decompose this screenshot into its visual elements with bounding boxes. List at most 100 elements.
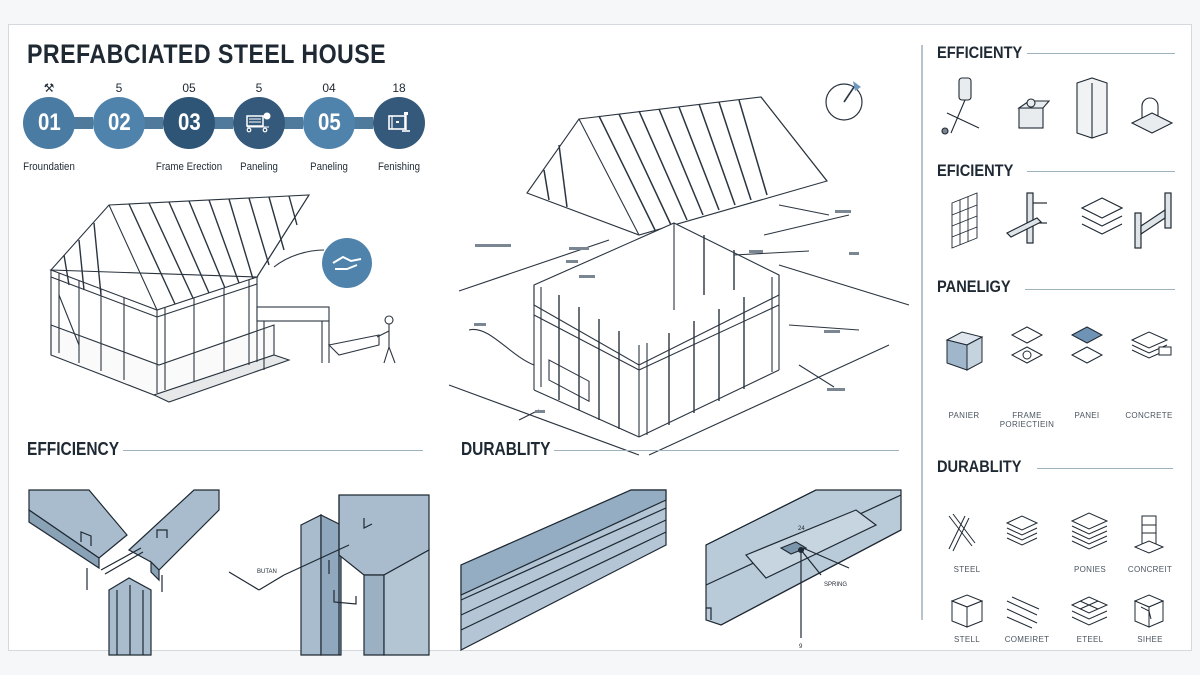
step-connector bbox=[143, 117, 163, 129]
callout-label bbox=[566, 260, 578, 263]
step-badge: 05 bbox=[303, 97, 355, 149]
step-top-value: 05 bbox=[182, 81, 196, 95]
icon-label: FRAME PORIECTIEIN bbox=[999, 411, 1055, 429]
step-5[interactable]: 04 05 Paneling bbox=[303, 79, 355, 173]
callout-label bbox=[849, 252, 859, 255]
section-rule bbox=[1025, 289, 1175, 290]
exploded-frame-diagram bbox=[448, 81, 910, 456]
icon-label: STELL bbox=[954, 635, 980, 644]
step-3[interactable]: 05 03 Frame Erection bbox=[156, 79, 222, 173]
section-rule bbox=[1027, 171, 1175, 172]
beam-callout-label: SPRING bbox=[824, 582, 847, 588]
step-connector bbox=[283, 117, 303, 129]
sidebar-icon-row bbox=[941, 77, 1174, 139]
concrete-slab-icon bbox=[1130, 331, 1172, 359]
panel-sheet-icon bbox=[1070, 326, 1104, 364]
beam-top-tag: 24 bbox=[798, 526, 805, 532]
step-label: Paneling bbox=[310, 161, 348, 173]
step-top-value: ⚒ bbox=[43, 81, 55, 95]
section-rule bbox=[554, 450, 899, 451]
step-2[interactable]: 5 02 bbox=[93, 79, 145, 149]
cut-cube-icon bbox=[1133, 594, 1165, 628]
step-label: Paneling bbox=[240, 161, 278, 173]
callout-label bbox=[835, 210, 851, 213]
stacked-sheets-icon bbox=[1005, 515, 1039, 546]
bracket-plate-icon bbox=[1130, 97, 1174, 134]
house-frame-illustration bbox=[49, 194, 396, 403]
callout-label bbox=[824, 330, 840, 333]
callout-label bbox=[827, 388, 845, 391]
icon-label: SIHEE bbox=[1137, 635, 1163, 644]
sidebar-heading: ΕFICIENTY bbox=[937, 161, 1014, 180]
mesh-panel-icon bbox=[951, 192, 978, 249]
step-connector bbox=[353, 117, 373, 129]
clock-icon bbox=[825, 81, 863, 121]
callout-label bbox=[749, 250, 763, 253]
icon-label: CONCRETE bbox=[1125, 411, 1173, 420]
wrench-tool-icon bbox=[941, 77, 980, 135]
page-title: PREFABCIATED STEEL HOUSE bbox=[27, 39, 387, 69]
infographic-frame: PREFABCIATED STEEL HOUSE ⚒ 01 Froundatie… bbox=[8, 24, 1192, 656]
section-rule bbox=[1027, 53, 1175, 54]
cube-icon bbox=[950, 594, 984, 628]
icon-label: ETEEL bbox=[1076, 635, 1104, 644]
step-top-value: 18 bbox=[392, 81, 406, 95]
step-label: Froundatien bbox=[23, 161, 75, 173]
callout-label bbox=[474, 323, 486, 326]
section-heading-efficiency: EFFICIENCY bbox=[27, 439, 120, 459]
materials-sidebar: EFFICIENTY ΕFICIENTY bbox=[937, 43, 1185, 644]
sidebar-heading: EFFICIENTY bbox=[937, 43, 1023, 62]
concrete-column-icon bbox=[1133, 515, 1165, 554]
sidebar-icon-row bbox=[951, 192, 1172, 249]
icon-label: PONIES bbox=[1073, 565, 1107, 574]
icon-label: COMEIRET bbox=[1004, 635, 1050, 644]
icon-label: CONCREIT bbox=[1127, 565, 1173, 574]
sidebar-icon-row bbox=[948, 512, 1165, 554]
sidebar-heading: PANELIGY bbox=[937, 277, 1011, 296]
callout-label bbox=[535, 410, 545, 413]
layer-stack-icon bbox=[1070, 512, 1109, 550]
callout-label bbox=[475, 244, 511, 247]
i-beam-bracket-icon bbox=[1134, 192, 1172, 249]
step-badge: 02 bbox=[93, 97, 145, 149]
steel-column-icon bbox=[1076, 77, 1108, 139]
step-connector bbox=[73, 117, 93, 129]
sidebar-icon-row bbox=[950, 594, 1165, 629]
joint-callout-label: BUTAN bbox=[257, 569, 277, 575]
icon-label: PANIER bbox=[948, 411, 980, 420]
section-rule bbox=[123, 450, 423, 451]
frame-protection-icon bbox=[1010, 326, 1044, 364]
slanted-boards-icon bbox=[1006, 596, 1040, 629]
step-label: Fenishing bbox=[378, 161, 420, 173]
step-6[interactable]: 18 Fenishing bbox=[373, 79, 425, 173]
step-connector bbox=[213, 117, 233, 129]
step-label: Frame Erection bbox=[155, 161, 223, 173]
step-badge: 03 bbox=[163, 97, 215, 149]
step-badge bbox=[373, 97, 425, 149]
sidebar-icon-row bbox=[945, 326, 1172, 371]
icon-label: PANEI bbox=[1074, 411, 1100, 420]
icon-label: STEEL bbox=[953, 565, 981, 574]
layer-stack-icon bbox=[1080, 197, 1124, 235]
process-steps: ⚒ 01 Froundatien 5 02 05 03 Frame Erecti… bbox=[23, 79, 433, 179]
panel-box-icon bbox=[945, 331, 984, 371]
step-top-value: 5 bbox=[115, 81, 123, 95]
panel-install-icon bbox=[388, 112, 410, 132]
beam-joint-illustration: BUTAN bbox=[28, 489, 430, 656]
machine-icon bbox=[246, 112, 271, 133]
callout-label bbox=[569, 247, 589, 250]
steel-box-icon bbox=[1017, 98, 1051, 129]
panel-divider bbox=[921, 45, 923, 620]
step-1[interactable]: ⚒ 01 Froundatien bbox=[23, 79, 75, 173]
step-4[interactable]: 5 Paneling bbox=[233, 79, 285, 173]
step-badge bbox=[233, 97, 285, 149]
callout-label bbox=[579, 275, 595, 278]
frame-rail-icon bbox=[1005, 192, 1047, 244]
grid-layers-icon bbox=[1070, 596, 1109, 626]
steel-rods-icon bbox=[948, 513, 976, 552]
section-rule bbox=[1037, 468, 1173, 469]
step-badge: 01 bbox=[23, 97, 75, 149]
beam-bottom-tag: 9 bbox=[799, 644, 803, 650]
step-top-value: 04 bbox=[322, 81, 336, 95]
steel-beam-illustration: 24 SPRING 9 bbox=[460, 489, 902, 651]
